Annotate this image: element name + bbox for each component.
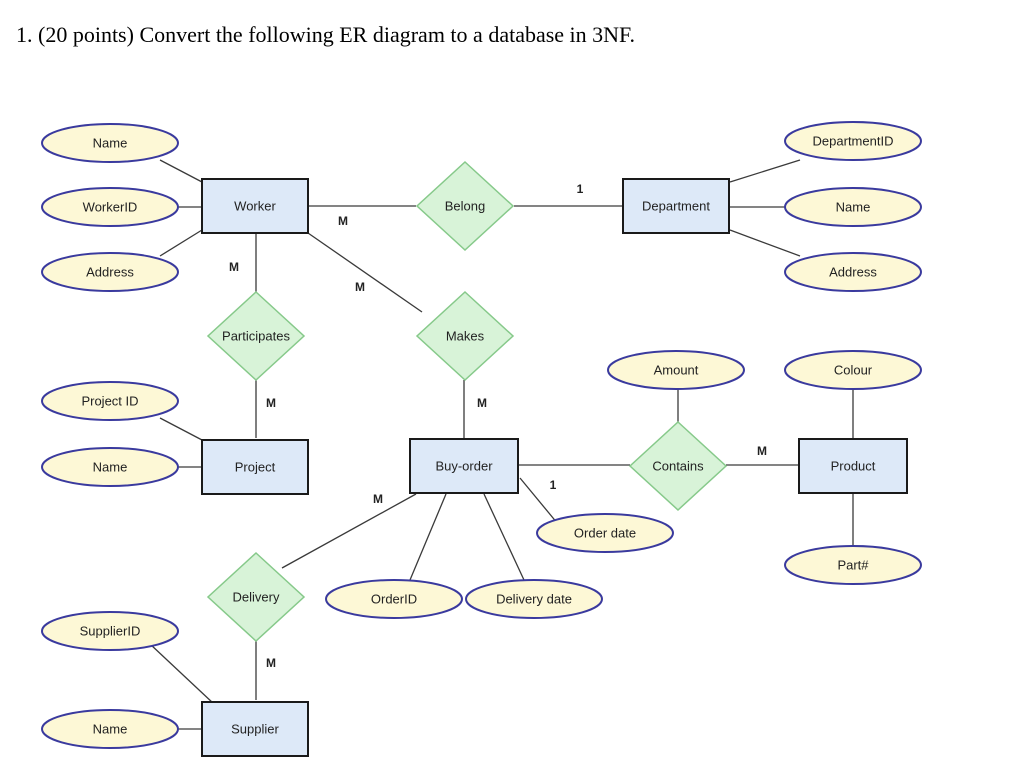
attribute-ellipse [41, 709, 179, 749]
attribute-label-colour: Colour [834, 362, 873, 377]
attribute-amount: Amount [607, 350, 745, 390]
attribute-ellipse [784, 187, 922, 227]
attribute-ellipse [784, 121, 922, 161]
attribute-project-id: Project ID [41, 381, 179, 421]
attribute-part-no: Part# [784, 545, 922, 585]
attribute-label-delivery-date: Delivery date [496, 591, 572, 606]
attribute-label-department-address: Address [829, 264, 877, 279]
entity-label-product: Product [831, 458, 876, 473]
entity-label-supplier: Supplier [231, 721, 279, 736]
attribute-ellipse [784, 252, 922, 292]
cardinality-participates-project: M [266, 396, 276, 410]
entity-department: Department [622, 178, 730, 234]
attribute-delivery-date: Delivery date [465, 579, 603, 619]
attribute-order-date: Order date [536, 513, 674, 553]
entity-box [201, 701, 309, 757]
entity-product: Product [798, 438, 908, 494]
attribute-worker-id: WorkerID [41, 187, 179, 227]
attribute-label-worker-id: WorkerID [83, 199, 138, 214]
attribute-worker-name: Name [41, 123, 179, 163]
attribute-ellipse [465, 579, 603, 619]
entity-supplier: Supplier [201, 701, 309, 757]
attribute-label-department-name: Name [836, 199, 871, 214]
attribute-label-amount: Amount [654, 362, 699, 377]
entity-worker: Worker [201, 178, 309, 234]
attribute-ellipse [325, 579, 463, 619]
relationship-diamond [415, 290, 515, 382]
relationship-diamond [206, 551, 306, 643]
cardinality-belong-department: 1 [577, 182, 584, 196]
question-text: 1. (20 points) Convert the following ER … [16, 22, 636, 47]
relationship-label-contains: Contains [652, 458, 704, 473]
attribute-supplier-id: SupplierID [41, 611, 179, 651]
attribute-worker-address: Address [41, 252, 179, 292]
relationship-diamond [628, 420, 728, 512]
attribute-label-order-date: Order date [574, 525, 636, 540]
entity-label-buy-order: Buy-order [435, 458, 493, 473]
attribute-label-worker-name: Name [93, 135, 128, 150]
attribute-label-order-id: OrderID [371, 591, 417, 606]
attribute-label-supplier-id: SupplierID [80, 623, 141, 638]
relationship-diamond [415, 160, 515, 252]
attribute-supplier-name: Name [41, 709, 179, 749]
relationship-participates: Participates [206, 290, 306, 382]
attribute-department-id: DepartmentID [784, 121, 922, 161]
attribute-department-name: Name [784, 187, 922, 227]
entity-box [409, 438, 519, 494]
attribute-ellipse [41, 123, 179, 163]
entity-box [201, 439, 309, 495]
cardinality-buyorder-contains: 1 [550, 478, 557, 492]
attribute-ellipse [41, 611, 179, 651]
attribute-department-address: Address [784, 252, 922, 292]
attribute-label-project-id: Project ID [81, 393, 138, 408]
attribute-label-part-no: Part# [837, 557, 869, 572]
cardinality-delivery-supplier: M [266, 656, 276, 670]
cardinality-makes-buyorder: M [477, 396, 487, 410]
entity-box [622, 178, 730, 234]
relationship-label-belong: Belong [445, 198, 485, 213]
attribute-order-id: OrderID [325, 579, 463, 619]
entity-box [798, 438, 908, 494]
entity-label-project: Project [235, 459, 276, 474]
entity-box [201, 178, 309, 234]
attribute-colour: Colour [784, 350, 922, 390]
relationship-belong: Belong [415, 160, 515, 252]
relationship-label-makes: Makes [446, 328, 485, 343]
cardinality-buyorder-delivery: M [373, 492, 383, 506]
attribute-ellipse [41, 447, 179, 487]
attribute-ellipse [607, 350, 745, 390]
entity-label-department: Department [642, 198, 710, 213]
cardinality-worker-makes: M [355, 280, 365, 294]
relationship-label-delivery: Delivery [233, 589, 280, 604]
relationship-contains: Contains [628, 420, 728, 512]
relationship-label-participates: Participates [222, 328, 290, 343]
attribute-label-supplier-name: Name [93, 721, 128, 736]
attribute-project-name: Name [41, 447, 179, 487]
cardinality-worker-participates: M [229, 260, 239, 274]
attribute-ellipse [41, 252, 179, 292]
attribute-ellipse [784, 545, 922, 585]
cardinality-contains-product: M [757, 444, 767, 458]
relationship-diamond [206, 290, 306, 382]
cardinality-worker-belong: M [338, 214, 348, 228]
entity-buy-order: Buy-order [409, 438, 519, 494]
attribute-label-department-id: DepartmentID [813, 133, 894, 148]
entity-project: Project [201, 439, 309, 495]
attribute-ellipse [41, 187, 179, 227]
attribute-ellipse [784, 350, 922, 390]
attribute-ellipse [41, 381, 179, 421]
entity-label-worker: Worker [234, 198, 276, 213]
attribute-label-worker-address: Address [86, 264, 134, 279]
relationship-makes: Makes [415, 290, 515, 382]
attribute-label-project-name: Name [93, 459, 128, 474]
relationship-delivery: Delivery [206, 551, 306, 643]
attribute-ellipse [536, 513, 674, 553]
